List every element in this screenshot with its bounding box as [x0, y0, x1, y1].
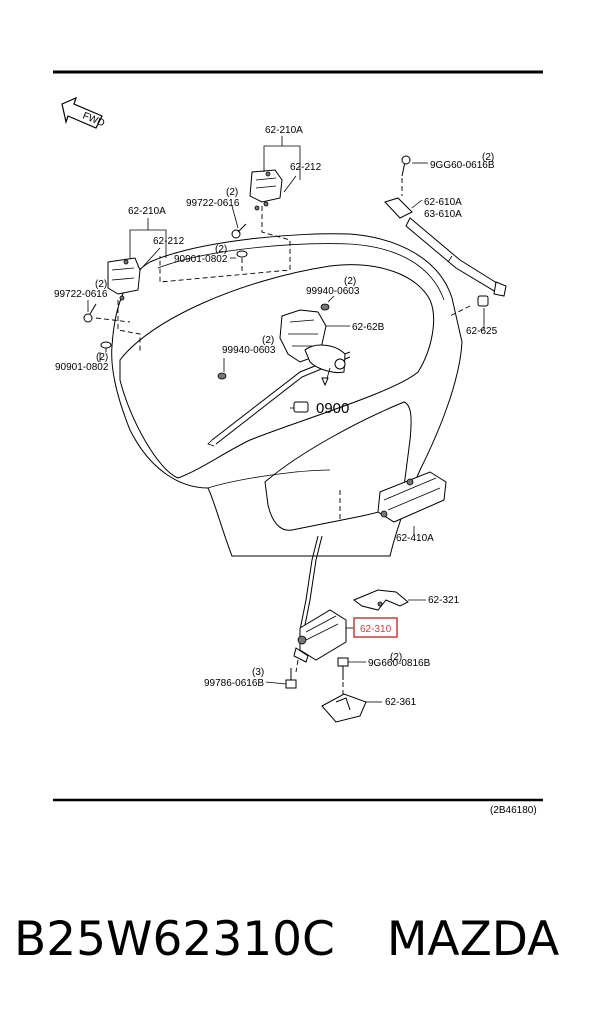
part-number: B25W62310C: [14, 912, 335, 967]
label-62-210A-top: 62-210A: [265, 125, 303, 136]
grommet-b: [217, 372, 227, 380]
label-62-321: 62-321: [428, 595, 460, 606]
stopper-62-625: [449, 295, 489, 317]
gas-strut: [384, 155, 507, 297]
label-62-310: 62-310: [360, 624, 392, 635]
label-99722-left: 99722-0616: [54, 289, 108, 300]
nut-90901-left: [100, 341, 112, 349]
bolt-99786: [285, 668, 297, 689]
label-90901-left: 90901-0802: [55, 362, 109, 373]
grommet-a: [320, 303, 330, 311]
bolt-99722-left: [83, 303, 97, 323]
qty-9g660: (2): [390, 652, 402, 663]
qty-9gg60: (2): [482, 152, 494, 163]
label-62-410A: 62-410A: [396, 533, 434, 544]
qty-90901-top: (2): [215, 244, 227, 255]
brand-name: MAZDA: [386, 912, 560, 967]
nut-90901-top: [236, 250, 248, 258]
qty-99786: (3): [252, 667, 264, 678]
connector-0900: [290, 401, 309, 413]
leader-lines: [87, 136, 485, 703]
hinge-top: [249, 169, 283, 211]
reference-code: (2B46180): [490, 805, 537, 816]
label-62-361: 62-361: [385, 697, 417, 708]
label-99786: 99786-0616B: [204, 678, 264, 689]
label-99722-top: 99722-0616: [186, 198, 240, 209]
label-99940-b: 99940-0603: [222, 345, 276, 356]
label-63-610A: 63-610A: [424, 209, 462, 220]
qty-90901-left: (2): [96, 352, 108, 363]
handle-62-410A: [377, 471, 447, 523]
qty-99940-b: (2): [262, 335, 274, 346]
qty-99722-left: (2): [95, 279, 107, 290]
bolt-9g660: [337, 657, 349, 680]
qty-99940-a: (2): [344, 276, 356, 287]
hinge-left: [107, 257, 141, 301]
qty-99722-top: (2): [226, 187, 238, 198]
label-62-62B: 62-62B: [352, 322, 385, 333]
label-62-625: 62-625: [466, 326, 498, 337]
label-62-212-top: 62-212: [290, 162, 322, 173]
caption: B25W62310C MAZDA: [14, 905, 594, 975]
label-9g660: 9G660-0816B: [368, 658, 431, 669]
latch-rod: [299, 535, 323, 631]
label-0900: 0900: [316, 400, 349, 417]
label-99940-a: 99940-0603: [306, 286, 360, 297]
callout-labels: 62-210A 62-212 (2) 99722-0616 (2) 90901-…: [54, 125, 537, 816]
bracket-62-321: [353, 589, 409, 611]
liftgate-panel: [111, 233, 463, 557]
striker-62-361: [321, 693, 367, 723]
bolt-99722-top: [231, 223, 247, 239]
label-90901-top: 90901-0802: [174, 254, 228, 265]
fwd-arrow-icon: FWD: [61, 96, 106, 129]
label-62-210A-left: 62-210A: [128, 206, 166, 217]
highlight-box-62-310: [353, 617, 398, 638]
label-9gg60: 9GG60-0616B: [430, 160, 495, 171]
wiper-motor: [279, 309, 346, 387]
latch-62-310: [293, 609, 347, 663]
label-62-212-left: 62-212: [153, 236, 185, 247]
label-62-610A: 62-610A: [424, 197, 462, 208]
